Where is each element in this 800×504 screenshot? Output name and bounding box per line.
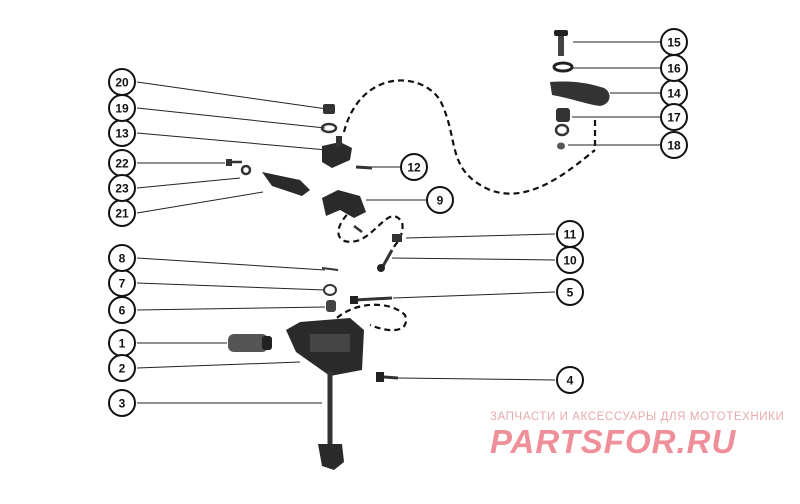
part-bolt-5	[350, 296, 393, 304]
callout-circle	[556, 278, 584, 306]
callout-label: 12	[407, 161, 421, 175]
dashed-linkage-lines	[329, 79, 597, 332]
callout-7: 7	[108, 269, 136, 297]
watermark-logo: PARTSFOR.RU	[490, 423, 737, 460]
callout-circle	[660, 131, 688, 159]
part-bolt-15	[554, 30, 568, 56]
part-nut-20	[323, 104, 335, 114]
part-screw-4	[376, 372, 399, 382]
callout-label: 14	[667, 87, 681, 101]
callout-label: 23	[115, 182, 129, 196]
part-ring-7	[323, 284, 337, 296]
part-housing-2	[286, 318, 364, 376]
callout-15: 15	[660, 28, 688, 56]
callout-circle	[556, 366, 584, 394]
part-washer-18	[554, 123, 570, 150]
callout-circle	[660, 103, 688, 131]
callout-9: 9	[426, 186, 454, 214]
callout-label: 16	[667, 62, 681, 76]
callout-circle	[108, 174, 136, 202]
callout-20: 20	[108, 68, 136, 96]
callout-12: 12	[400, 153, 428, 181]
part-lever-14	[550, 81, 610, 106]
callout-label: 21	[115, 207, 129, 221]
part-grip-1	[228, 334, 272, 352]
callout-16: 16	[660, 54, 688, 82]
callout-label: 18	[667, 139, 681, 153]
callout-11: 11	[556, 220, 584, 248]
part-washer-19	[320, 122, 338, 134]
part-screw-22	[226, 159, 242, 166]
watermark-tagline: ЗАПЧАСТИ И АКСЕССУАРЫ ДЛЯ МОТОТЕХНИКИ	[490, 411, 785, 423]
callout-circle	[108, 354, 136, 382]
callout-label: 7	[119, 277, 126, 291]
part-bolt-10	[377, 249, 394, 272]
leader-lines	[136, 41, 660, 404]
callout-label: 4	[567, 374, 574, 388]
callout-label: 15	[667, 36, 681, 50]
part-nut-17	[556, 108, 570, 122]
callout-10: 10	[556, 246, 584, 274]
callout-circle	[426, 186, 454, 214]
callout-circle	[108, 68, 136, 96]
callout-circle	[556, 220, 584, 248]
part-pin-9b	[353, 225, 363, 233]
part-link-21	[262, 172, 310, 196]
part-pin-12	[355, 165, 373, 170]
part-washer-23	[240, 164, 252, 176]
callout-circle	[108, 389, 136, 417]
callout-5: 5	[556, 278, 584, 306]
part-bushing-6	[326, 300, 336, 312]
callout-circle	[400, 153, 428, 181]
callout-18: 18	[660, 131, 688, 159]
callout-6: 6	[108, 296, 136, 324]
callout-label: 11	[564, 228, 577, 242]
callout-23: 23	[108, 174, 136, 202]
callout-1: 1	[108, 329, 136, 357]
callout-14: 14	[660, 79, 688, 107]
callout-circle	[660, 54, 688, 82]
callout-19: 19	[108, 94, 136, 122]
callout-3: 3	[108, 389, 136, 417]
callout-21: 21	[108, 199, 136, 227]
part-arm-13	[322, 136, 352, 168]
callout-circle	[108, 244, 136, 272]
callout-label: 17	[667, 111, 681, 125]
callout-label: 2	[119, 362, 126, 376]
part-spring-16	[552, 61, 574, 73]
callout-label: 20	[115, 76, 129, 90]
callout-label: 3	[119, 397, 126, 411]
callout-label: 10	[563, 254, 577, 268]
callout-2: 2	[108, 354, 136, 382]
callout-label: 19	[115, 102, 129, 116]
part-bracket-9	[322, 190, 366, 218]
callout-8: 8	[108, 244, 136, 272]
callout-label: 5	[567, 286, 574, 300]
callout-17: 17	[660, 103, 688, 131]
part-nut-11	[392, 234, 402, 242]
callout-label: 9	[437, 194, 444, 208]
callout-4: 4	[556, 366, 584, 394]
callout-label: 6	[119, 304, 126, 318]
part-rod-3	[318, 372, 344, 470]
callout-label: 13	[115, 127, 129, 141]
callout-13: 13	[108, 119, 136, 147]
callout-22: 22	[108, 149, 136, 177]
callout-label: 22	[115, 157, 129, 171]
callout-label: 8	[119, 252, 126, 266]
part-clip-8	[321, 267, 339, 271]
callout-label: 1	[119, 337, 126, 351]
